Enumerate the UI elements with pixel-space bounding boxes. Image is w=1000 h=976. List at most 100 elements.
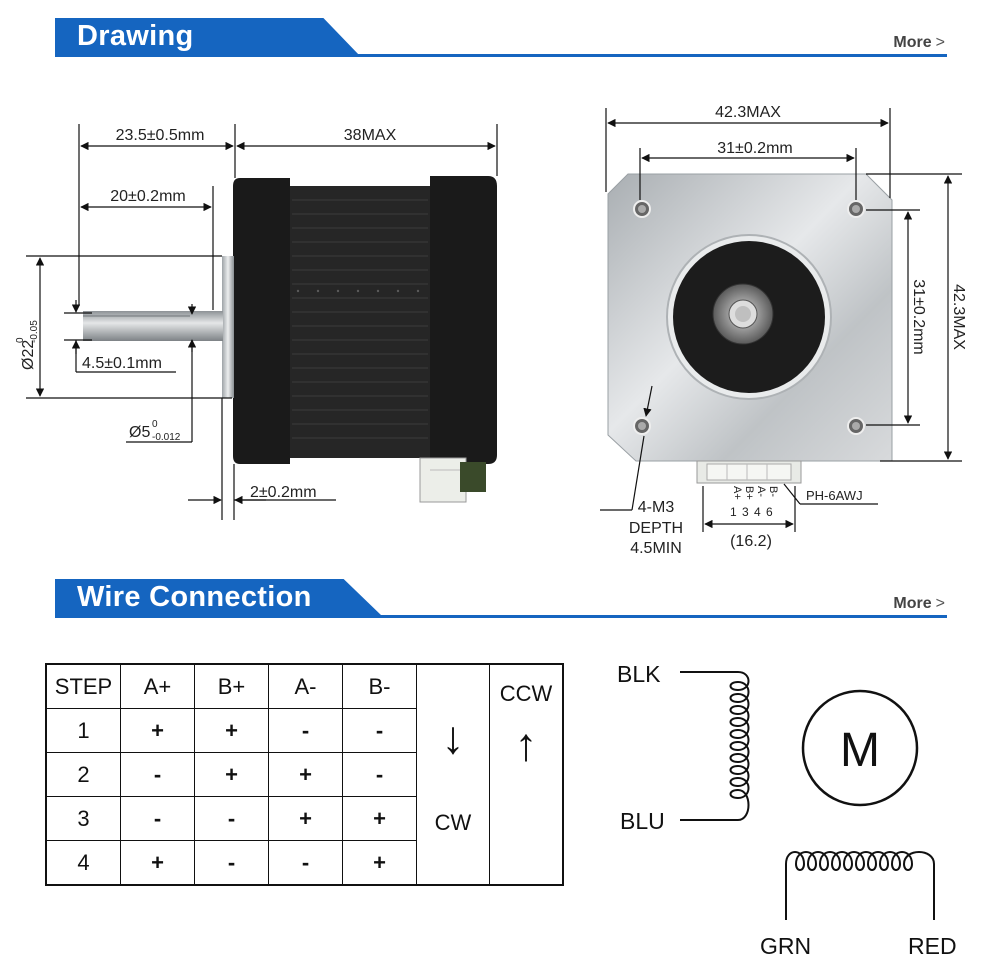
wire-section-header: Wire Connection More> [55,579,947,619]
dim-shaft-tol-lower: -0.012 [152,432,181,443]
dim-connector-width: (16.2) [730,533,772,550]
table-cell: + [120,840,195,886]
table-row: 1 + + - - [45,708,563,753]
table-cell: - [120,752,195,797]
coil-vertical [680,671,750,821]
side-view: 23.5±0.5mm 38MAX 20±0.2mm Ø22 0 -0.05 4.… [15,124,498,520]
table-cell: + [268,796,343,841]
table-header-row: STEP A+ B+ A- B- ↓ CW CCW ↑ [45,663,564,886]
front-view: 42.3MAX 31±0.2mm 31±0.2mm 42.3MAX 4-M3 D… [600,104,967,557]
drawing-title: Drawing [77,20,194,52]
table-cell: - [194,840,269,886]
wire-label-grn: GRN [760,933,811,959]
wiring-diagram: BLK BLU M GRN RED [617,661,957,959]
header-a-minus: A- [268,663,343,709]
drawing-section-header: Drawing More> [55,18,947,58]
header-b-plus: B+ [194,663,269,709]
drawing-header-rule [55,54,947,57]
table-cell: - [342,752,417,797]
dim-boss-diameter: Ø22 0 -0.05 [15,320,40,370]
motor-symbol-label: M [840,724,880,777]
drawing-more-label: More [893,34,932,51]
wire-label-blk: BLK [617,661,661,687]
table-row: 4 + - - + [45,840,563,886]
dim-hole-spacing-v: 31±0.2mm [910,279,927,354]
pin-label-a-minus: A- [755,486,767,497]
dim-shaft-extension: 23.5±0.5mm [116,127,205,144]
dim-hole-spacing-h: 31±0.2mm [717,140,792,157]
dim-boss-diameter-main: Ø22 [20,340,37,370]
wire-header-rule [55,615,947,618]
step-number: 4 [45,840,121,886]
header-step: STEP [45,663,121,709]
step-number: 2 [45,752,121,797]
cw-column: ↓ CW [416,663,490,886]
pin-label-a-plus: A+ [731,486,743,500]
table-cell: + [194,708,269,753]
chevron-right-icon: > [935,595,945,612]
pin-number-3: 3 [742,505,749,519]
cw-label: CW [434,809,472,835]
front-boss [666,234,832,400]
wire-more-link[interactable]: More> [893,595,945,613]
side-connector [419,457,486,503]
pin-label-b-plus: B+ [743,486,755,500]
table-cell: + [342,840,417,886]
header-a-plus: A+ [120,663,195,709]
table-cell: - [194,796,269,841]
wire-more-label: More [893,595,932,612]
motor-symbol: M [801,689,919,807]
dim-depth-label: DEPTH [629,520,683,537]
wire-label-red: RED [908,933,957,959]
pin-labels: A+ B+ A- B- [731,486,779,500]
boss [222,256,234,398]
dim-boss-tol-lower: -0.05 [29,320,40,343]
dim-boss-height: 2±0.2mm [250,484,317,501]
dim-body-length: 38MAX [344,127,397,144]
wire-label-blu: BLU [620,808,665,834]
dim-boss-tol-upper: 0 [15,337,26,343]
coil-horizontal [785,851,935,920]
wire-title: Wire Connection [77,581,312,613]
ccw-column: CCW ↑ [489,663,564,886]
table-cell: + [194,752,269,797]
pin-numbers: 1 3 4 6 [730,505,773,519]
dim-depth-value: 4.5MIN [630,540,682,557]
pin-number-1: 1 [730,505,737,519]
drawing-title-tab [55,18,360,56]
table-cell: + [268,752,343,797]
dim-connector-type: PH-6AWJ [806,488,863,503]
dim-flat-length: 20±0.2mm [110,188,185,205]
up-arrow-icon: ↑ [514,718,538,770]
dim-shaft-diameter: Ø5 0 -0.012 [129,419,181,443]
dim-shaft-diameter-main: Ø5 [129,424,150,441]
table-cell: + [120,708,195,753]
motor-body [233,176,497,464]
wire-title-tab [55,579,383,617]
front-connector [696,460,802,484]
chevron-right-icon: > [935,34,945,51]
table-cell: + [342,796,417,841]
pin-number-6: 6 [766,505,773,519]
step-number: 3 [45,796,121,841]
table-row: 3 - - + + [45,796,563,841]
table-cell: - [268,840,343,886]
dim-mount-thread: 4-M3 [638,499,675,516]
ccw-label: CCW [499,681,553,706]
table-cell: - [120,796,195,841]
pin-number-4: 4 [754,505,761,519]
drawing-more-link[interactable]: More> [893,34,945,52]
step-number: 1 [45,708,121,753]
table-cell: - [342,708,417,753]
mounting-holes [633,200,865,435]
pin-label-b-minus: B- [767,486,779,497]
dim-width-max: 42.3MAX [715,104,781,121]
dim-flat-width: 4.5±0.1mm [82,355,162,372]
dim-shaft-tol-upper: 0 [152,419,158,430]
table-cell: - [268,708,343,753]
down-arrow-icon: ↓ [441,710,465,763]
header-b-minus: B- [342,663,417,709]
step-sequence-table: STEP A+ B+ A- B- ↓ CW CCW ↑ 1 + + - - 2 … [45,663,564,886]
dim-height-max: 42.3MAX [950,284,967,350]
